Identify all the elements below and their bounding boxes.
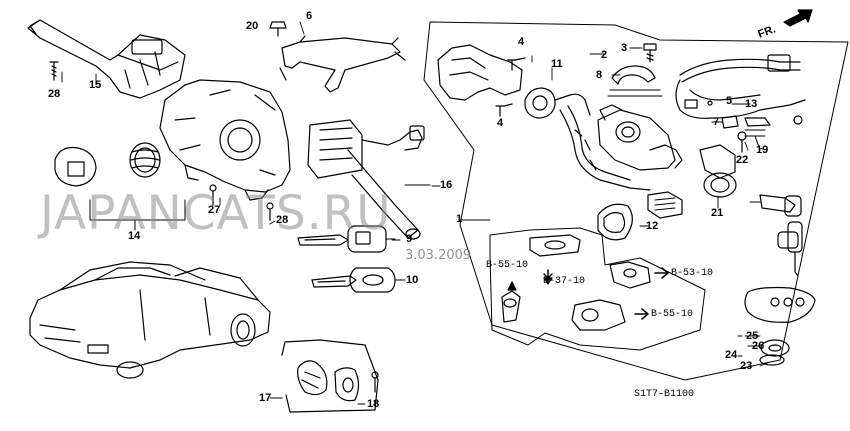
part-label-6: 6: [306, 10, 313, 22]
part-label-24: 24: [725, 349, 738, 361]
steering-lock-assembly: [597, 104, 683, 171]
part-label-3: 3: [621, 42, 628, 54]
wiper-switch-16: [307, 119, 431, 240]
key-10: [311, 267, 406, 293]
part-label-28-center: 28: [276, 214, 289, 226]
part-label-20: 20: [246, 20, 259, 32]
clip-7: [721, 115, 739, 129]
leader-lines: [61, 21, 771, 405]
part-label-1: 1: [456, 213, 463, 225]
part-label-18: 18: [367, 398, 380, 410]
wire-harness-13: [675, 54, 806, 127]
door-cylinder-group-outline: [489, 227, 706, 351]
ref-label-b-37-10: B-37-10: [543, 276, 586, 287]
part-label-5: 5: [726, 95, 733, 107]
part-label-15: 15: [89, 79, 102, 91]
ref-label-b-53-10: B-53-10: [671, 268, 714, 279]
car-illustration: [29, 261, 271, 379]
ring-parts-14: [54, 142, 186, 231]
band-clip: [597, 203, 633, 241]
door-cylinder-left: [501, 281, 521, 323]
part-label-8: 8: [596, 69, 603, 81]
part-label-16: 16: [440, 179, 453, 191]
trunk-switch: [529, 234, 581, 285]
part-label-17: 17: [259, 392, 272, 404]
trunk-cylinder: [571, 299, 649, 331]
part-label-11: 11: [551, 58, 563, 70]
ref-label-b-55-10-left: B-55-10: [486, 260, 529, 271]
part-label-14: 14: [128, 230, 141, 242]
part-label-28-left: 28: [48, 88, 61, 100]
part-label-21: 21: [711, 207, 724, 219]
key-blank-9: [297, 225, 396, 253]
part-label-26: 26: [752, 340, 765, 352]
part-label-7: 7: [713, 116, 720, 128]
part-label-12: 12: [646, 220, 659, 232]
ignition-switch-body: [437, 44, 651, 191]
part-label-4-top: 4: [518, 36, 525, 48]
screw-22: [737, 131, 747, 153]
screw-4-bottom: [495, 103, 513, 117]
part-label-27: 27: [208, 204, 221, 216]
door-lock-parts-17-18: [269, 339, 379, 413]
ref-label-b-55-10-right: B-55-10: [651, 309, 694, 320]
part-label-2: 2: [601, 49, 608, 61]
part-label-22: 22: [736, 154, 749, 166]
part-label-23: 23: [740, 360, 753, 372]
screw-4-top: [507, 57, 526, 71]
bolt-3: [643, 43, 657, 63]
part-label-4-bottom: 4: [497, 117, 504, 129]
clamp-8: [607, 65, 663, 97]
keyhole-ring-21: [699, 144, 737, 198]
bracket-6: [279, 35, 406, 93]
screw-20: [269, 21, 287, 37]
master-keys-right: [749, 194, 803, 277]
part-label-25: 25: [746, 330, 759, 342]
connector-12: [647, 191, 683, 219]
ignition-group-outline: [423, 21, 849, 381]
screw-27: [209, 184, 217, 206]
cable-reel-housing: [159, 79, 291, 201]
watermark-text: JAPANCATS.RU: [40, 186, 392, 241]
screw-28-center: [266, 202, 274, 221]
combination-switch-stalk: [27, 19, 186, 99]
door-cylinder-right: [609, 261, 669, 289]
watermark-date: 3.03.2009: [405, 248, 472, 263]
part-label-10: 10: [406, 274, 419, 286]
part-label-13: 13: [745, 98, 758, 110]
part-label-19: 19: [756, 144, 769, 156]
key-fob-transmitter: [737, 286, 816, 366]
diagram-code: S1T7–B1100: [634, 389, 695, 400]
front-direction-arrow: [783, 9, 813, 27]
part-label-9: 9: [406, 233, 413, 245]
connector-19: [744, 129, 766, 151]
screw-28-left: [49, 61, 59, 81]
